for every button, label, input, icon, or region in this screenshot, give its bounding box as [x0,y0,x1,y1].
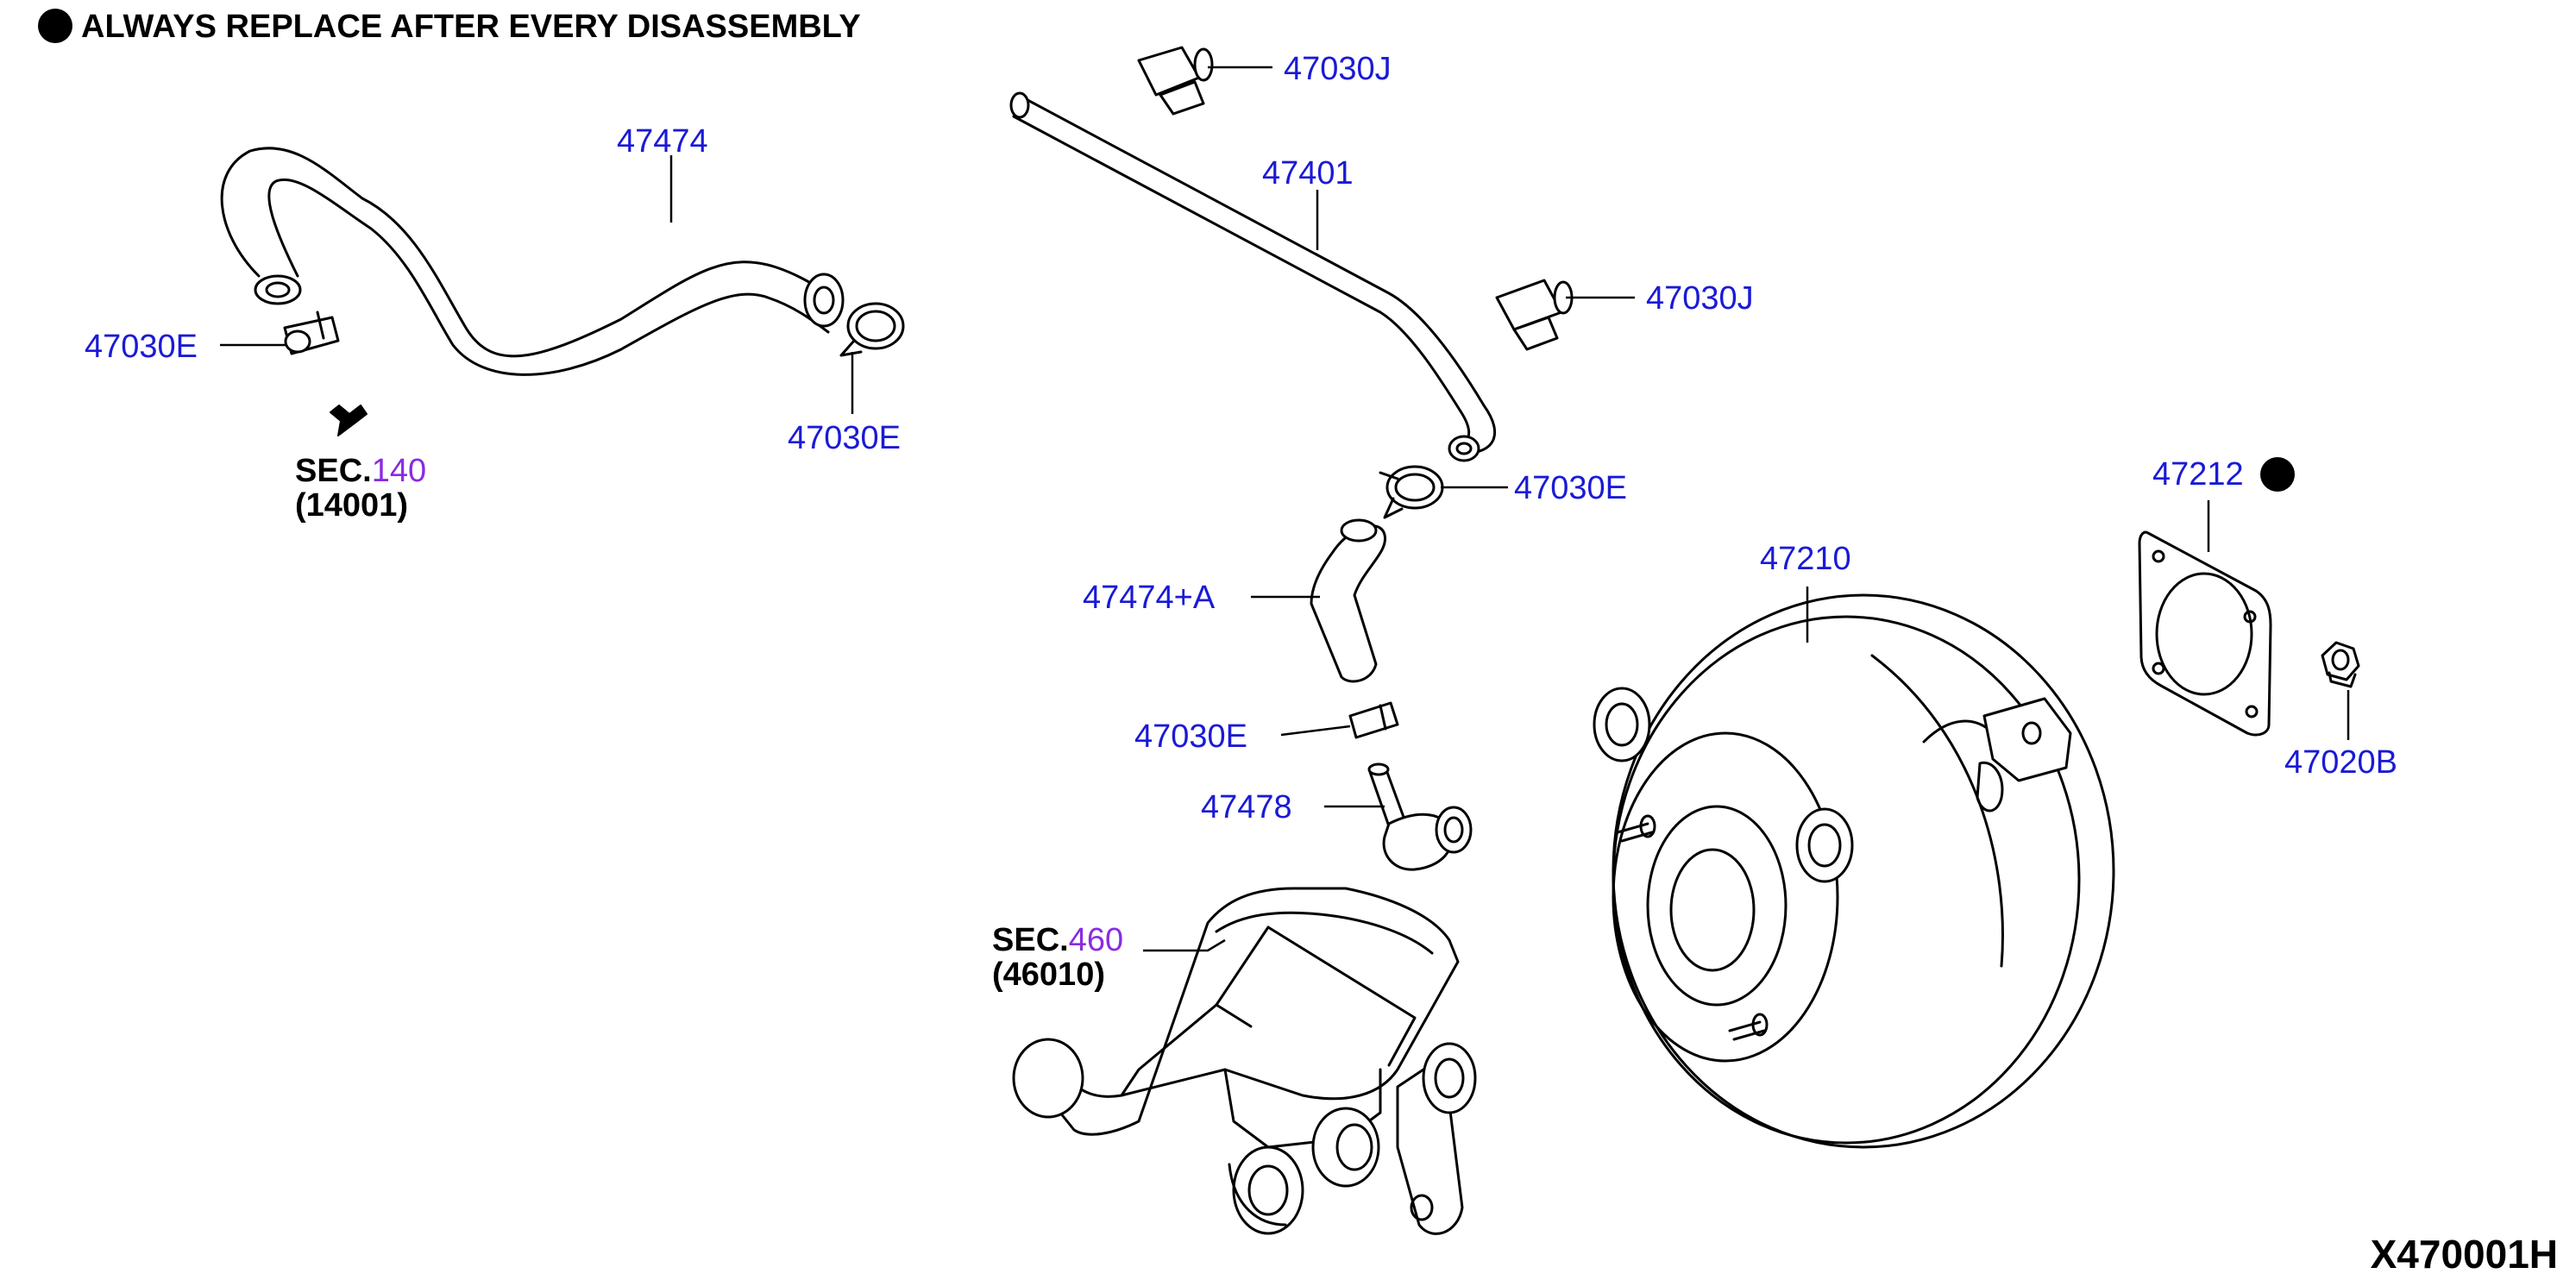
sec-460-prefix: SEC. [992,922,1069,958]
label-47474: 47474 [617,123,708,160]
leader-lines [220,66,2350,952]
clamp-47030e-mid-drawing [839,302,905,357]
sec-460-sub: (46010) [992,957,1105,993]
replace-marker-icon [38,9,72,43]
gasket-47212-drawing [2138,530,2272,737]
label-47030e-mid: 47030E [788,420,901,456]
sec-140-label: SEC.140 [295,453,426,489]
nut-47020b-drawing [2321,641,2360,688]
clamp-47030e-left-drawing [283,311,340,355]
label-47474a: 47474+A [1083,580,1216,616]
master-cylinder-drawing [1012,887,1477,1235]
sec-140-sub: (14001) [295,487,408,524]
label-47030j-mid: 47030J [1646,280,1754,317]
sec-460-label: SEC.460 [992,922,1123,958]
label-47030e-right: 47030E [1514,470,1627,506]
brake-booster-47210-drawing [1593,593,2115,1149]
sec-460-number: 460 [1069,922,1123,958]
check-valve-47478-drawing [1367,762,1473,871]
label-47030e-left: 47030E [85,329,198,365]
clamp-47030e-right-drawing [1379,465,1444,519]
sec-140-number: 140 [372,453,426,489]
label-47478: 47478 [1201,789,1292,825]
hose-47474-drawing [220,147,845,376]
label-47030j-top: 47030J [1284,51,1392,87]
replace-marker-icon-47212 [2260,457,2295,492]
label-47210: 47210 [1760,541,1851,577]
arrow-down-left-icon [330,405,368,436]
diagram-code: X470001H [2371,1232,2558,1277]
clip-47030j-mid-drawing [1495,279,1574,351]
hose-47401-drawing [1009,91,1496,462]
sec-140-prefix: SEC. [295,453,372,489]
label-47212: 47212 [2152,456,2244,493]
hose-47474a-drawing [1310,518,1386,683]
replace-note: ALWAYS REPLACE AFTER EVERY DISASSEMBLY [81,9,861,45]
label-47020b: 47020B [2284,744,2397,781]
clamp-47030e-lower-drawing [1348,701,1399,739]
clip-47030j-top-drawing [1137,46,1214,116]
label-47401: 47401 [1262,155,1354,191]
label-47030e-lower: 47030E [1134,718,1247,755]
